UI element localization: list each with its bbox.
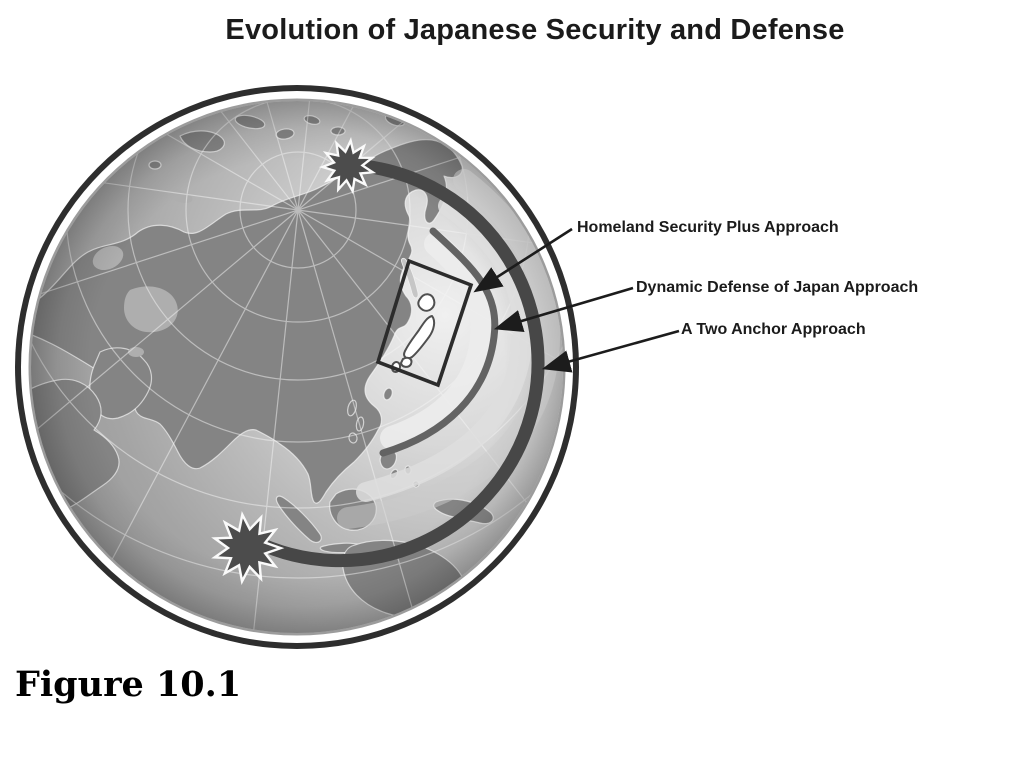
figure-caption: Figure 10.1 bbox=[15, 664, 242, 705]
two-anchor-arrow bbox=[541, 329, 680, 373]
homeland-arrow bbox=[473, 227, 573, 293]
dynamic-defense-label: Dynamic Defense of Japan Approach bbox=[636, 279, 919, 296]
two-anchor-label: A Two Anchor Approach bbox=[681, 321, 866, 338]
figure-title: Evolution of Japanese Security and Defen… bbox=[225, 14, 845, 46]
island-hokkaido bbox=[417, 293, 436, 312]
dynamic-defense-arc bbox=[379, 227, 499, 457]
dynamic-defense-arrow bbox=[493, 286, 634, 333]
japan-focus-box bbox=[375, 258, 474, 388]
homeland-label: Homeland Security Plus Approach bbox=[577, 219, 839, 236]
island-shikoku bbox=[400, 356, 413, 368]
leader-arrows bbox=[473, 227, 680, 373]
two-anchor-arc bbox=[245, 158, 545, 568]
